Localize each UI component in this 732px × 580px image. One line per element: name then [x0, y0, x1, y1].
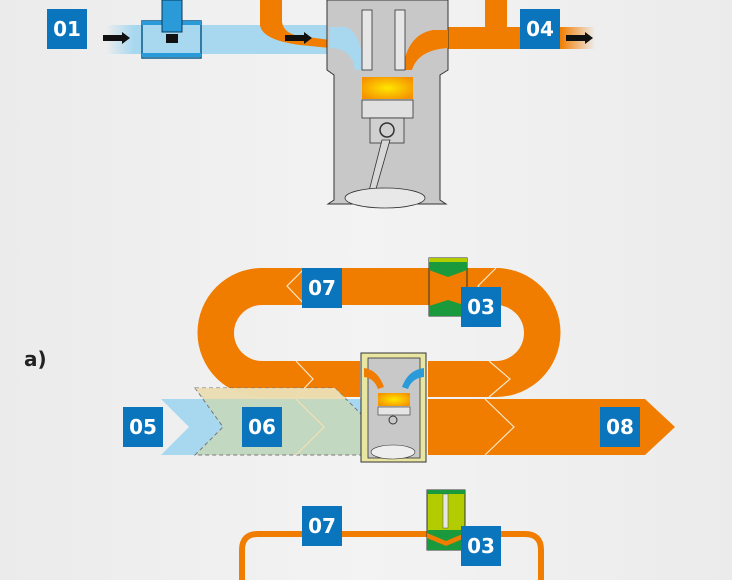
mixing-band-top — [195, 388, 346, 399]
exhaust-loop-right — [428, 268, 561, 397]
label-07-bottom: 07 — [302, 506, 342, 546]
flow-arrow-icon — [566, 32, 593, 44]
label-07: 07 — [302, 268, 342, 308]
exhaust-loop-left — [197, 268, 360, 397]
engine-small-icon — [360, 352, 427, 463]
label-text: 01 — [53, 17, 81, 41]
label-06: 06 — [242, 407, 282, 447]
intake-valve-device — [141, 0, 202, 59]
flow-arrow-icon — [285, 32, 312, 44]
flow-chevron — [295, 398, 325, 456]
panel-a — [161, 257, 675, 463]
egr-valve-icon — [428, 257, 468, 317]
label-text: 06 — [248, 415, 276, 439]
flow-arrow-icon — [103, 32, 130, 44]
bottom-section — [239, 489, 544, 580]
label-text: 08 — [606, 415, 634, 439]
label-03-bottom: 03 — [461, 526, 501, 566]
label-text: 03 — [467, 534, 495, 558]
label-text: 05 — [129, 415, 157, 439]
label-03: 03 — [461, 287, 501, 327]
label-text: 04 — [526, 17, 554, 41]
label-text: 03 — [467, 295, 495, 319]
exhaust-pipe — [445, 27, 525, 49]
top-section — [103, 0, 595, 209]
label-text: 07 — [308, 276, 336, 300]
exhaust-riser — [485, 0, 507, 30]
label-08: 08 — [600, 407, 640, 447]
egr-loop-pipe — [239, 531, 544, 580]
exhaust-recirculation-pipe — [260, 0, 330, 48]
label-05: 05 — [123, 407, 163, 447]
panel-letter-a: a) — [24, 347, 47, 371]
label-text: 07 — [308, 514, 336, 538]
label-04: 04 — [520, 9, 560, 49]
engine-cylinder-icon — [326, 0, 449, 209]
label-01: 01 — [47, 9, 87, 49]
egr-valve-icon — [426, 489, 466, 551]
